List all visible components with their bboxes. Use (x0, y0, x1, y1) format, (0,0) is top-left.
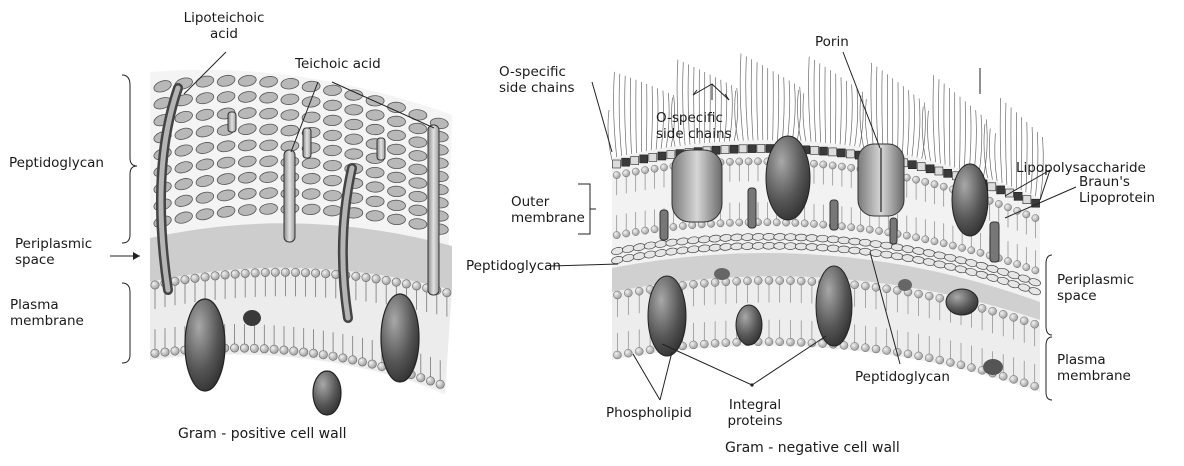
gram-negative-membrane-bracket (1046, 337, 1052, 400)
phospholipid-label: Phospholipid (606, 405, 692, 421)
gram-negative-plasma-membrane-label: Plasma membrane (1057, 352, 1131, 384)
periplasmic-protein (898, 279, 912, 291)
o-specific-leader-left (592, 82, 612, 152)
gram-positive-caption: Gram - positive cell wall (178, 426, 347, 442)
integral-protein (816, 266, 852, 346)
gram-negative-peptidoglycan-bottom-label: Peptidoglycan (855, 369, 950, 385)
brauns-lipoprotein (830, 200, 838, 230)
lipoteichoic-acid-label: Lipoteichoic acid (179, 10, 269, 42)
gram-positive-periplasmic-space-label: Periplasmic space (15, 236, 92, 268)
teichoic-acid-rod (428, 125, 439, 295)
gram-negative-peptidoglycan-left-label: Peptidoglycan (466, 258, 561, 274)
outer-membrane-protein (952, 164, 988, 236)
periplasmic-protein (714, 268, 730, 280)
integral-protein (648, 276, 686, 356)
teichoic-acid-label: Teichoic acid (295, 56, 381, 72)
brauns-lipoprotein-label: Braun's Lipoprotein (1079, 174, 1155, 206)
o-specific-side-chains-center-label: O-specific side chains (656, 110, 732, 142)
integral-protein (736, 305, 762, 345)
periplasmic-protein (983, 359, 1003, 375)
outer-membrane-protein (766, 136, 810, 220)
teichoic-acid-rod (377, 138, 385, 160)
gram-negative-caption: Gram - negative cell wall (725, 440, 900, 456)
gram-positive-peptidoglycan-label: Peptidoglycan (9, 155, 104, 171)
phospholipid-leader (633, 352, 672, 400)
gram-positive-plasma-membrane-label: Plasma membrane (10, 297, 84, 329)
gram-positive-membrane-protein (381, 294, 419, 382)
teichoic-acid-rod (284, 150, 295, 242)
peptidoglycan-left-leader (551, 264, 618, 266)
integral-proteins-label: Integral proteins (722, 397, 788, 429)
periplasmic-protein (946, 289, 978, 315)
teichoic-acid-rod (303, 128, 311, 158)
gram-negative-periplasmic-space-label: Periplasmic space (1057, 272, 1134, 304)
porin-label: Porin (815, 34, 849, 50)
outer-membrane-label: Outer membrane (511, 194, 585, 226)
o-specific-leader-center (693, 84, 729, 100)
brauns-lipoprotein (660, 210, 668, 240)
teichoic-acid-rod (228, 112, 236, 132)
brauns-lipoprotein (890, 218, 897, 244)
outer-membrane-protein (672, 150, 722, 222)
o-specific-side-chains-left-label: O-specific side chains (499, 64, 575, 96)
gram-positive-membrane-bracket (122, 283, 130, 363)
gram-negative-periplasmic-bracket (1046, 255, 1052, 335)
gram-positive-peptidoglycan-bracket (122, 75, 137, 243)
gram-positive-diagram (110, 52, 452, 415)
brauns-lipoprotein (990, 222, 999, 262)
gram-negative-diagram (551, 52, 1076, 400)
gram-positive-membrane-protein (243, 310, 261, 326)
gram-positive-membrane-protein (313, 371, 341, 415)
gram-positive-membrane-protein (185, 299, 225, 391)
brauns-lipoprotein (748, 188, 756, 228)
porin-protein (858, 144, 904, 216)
